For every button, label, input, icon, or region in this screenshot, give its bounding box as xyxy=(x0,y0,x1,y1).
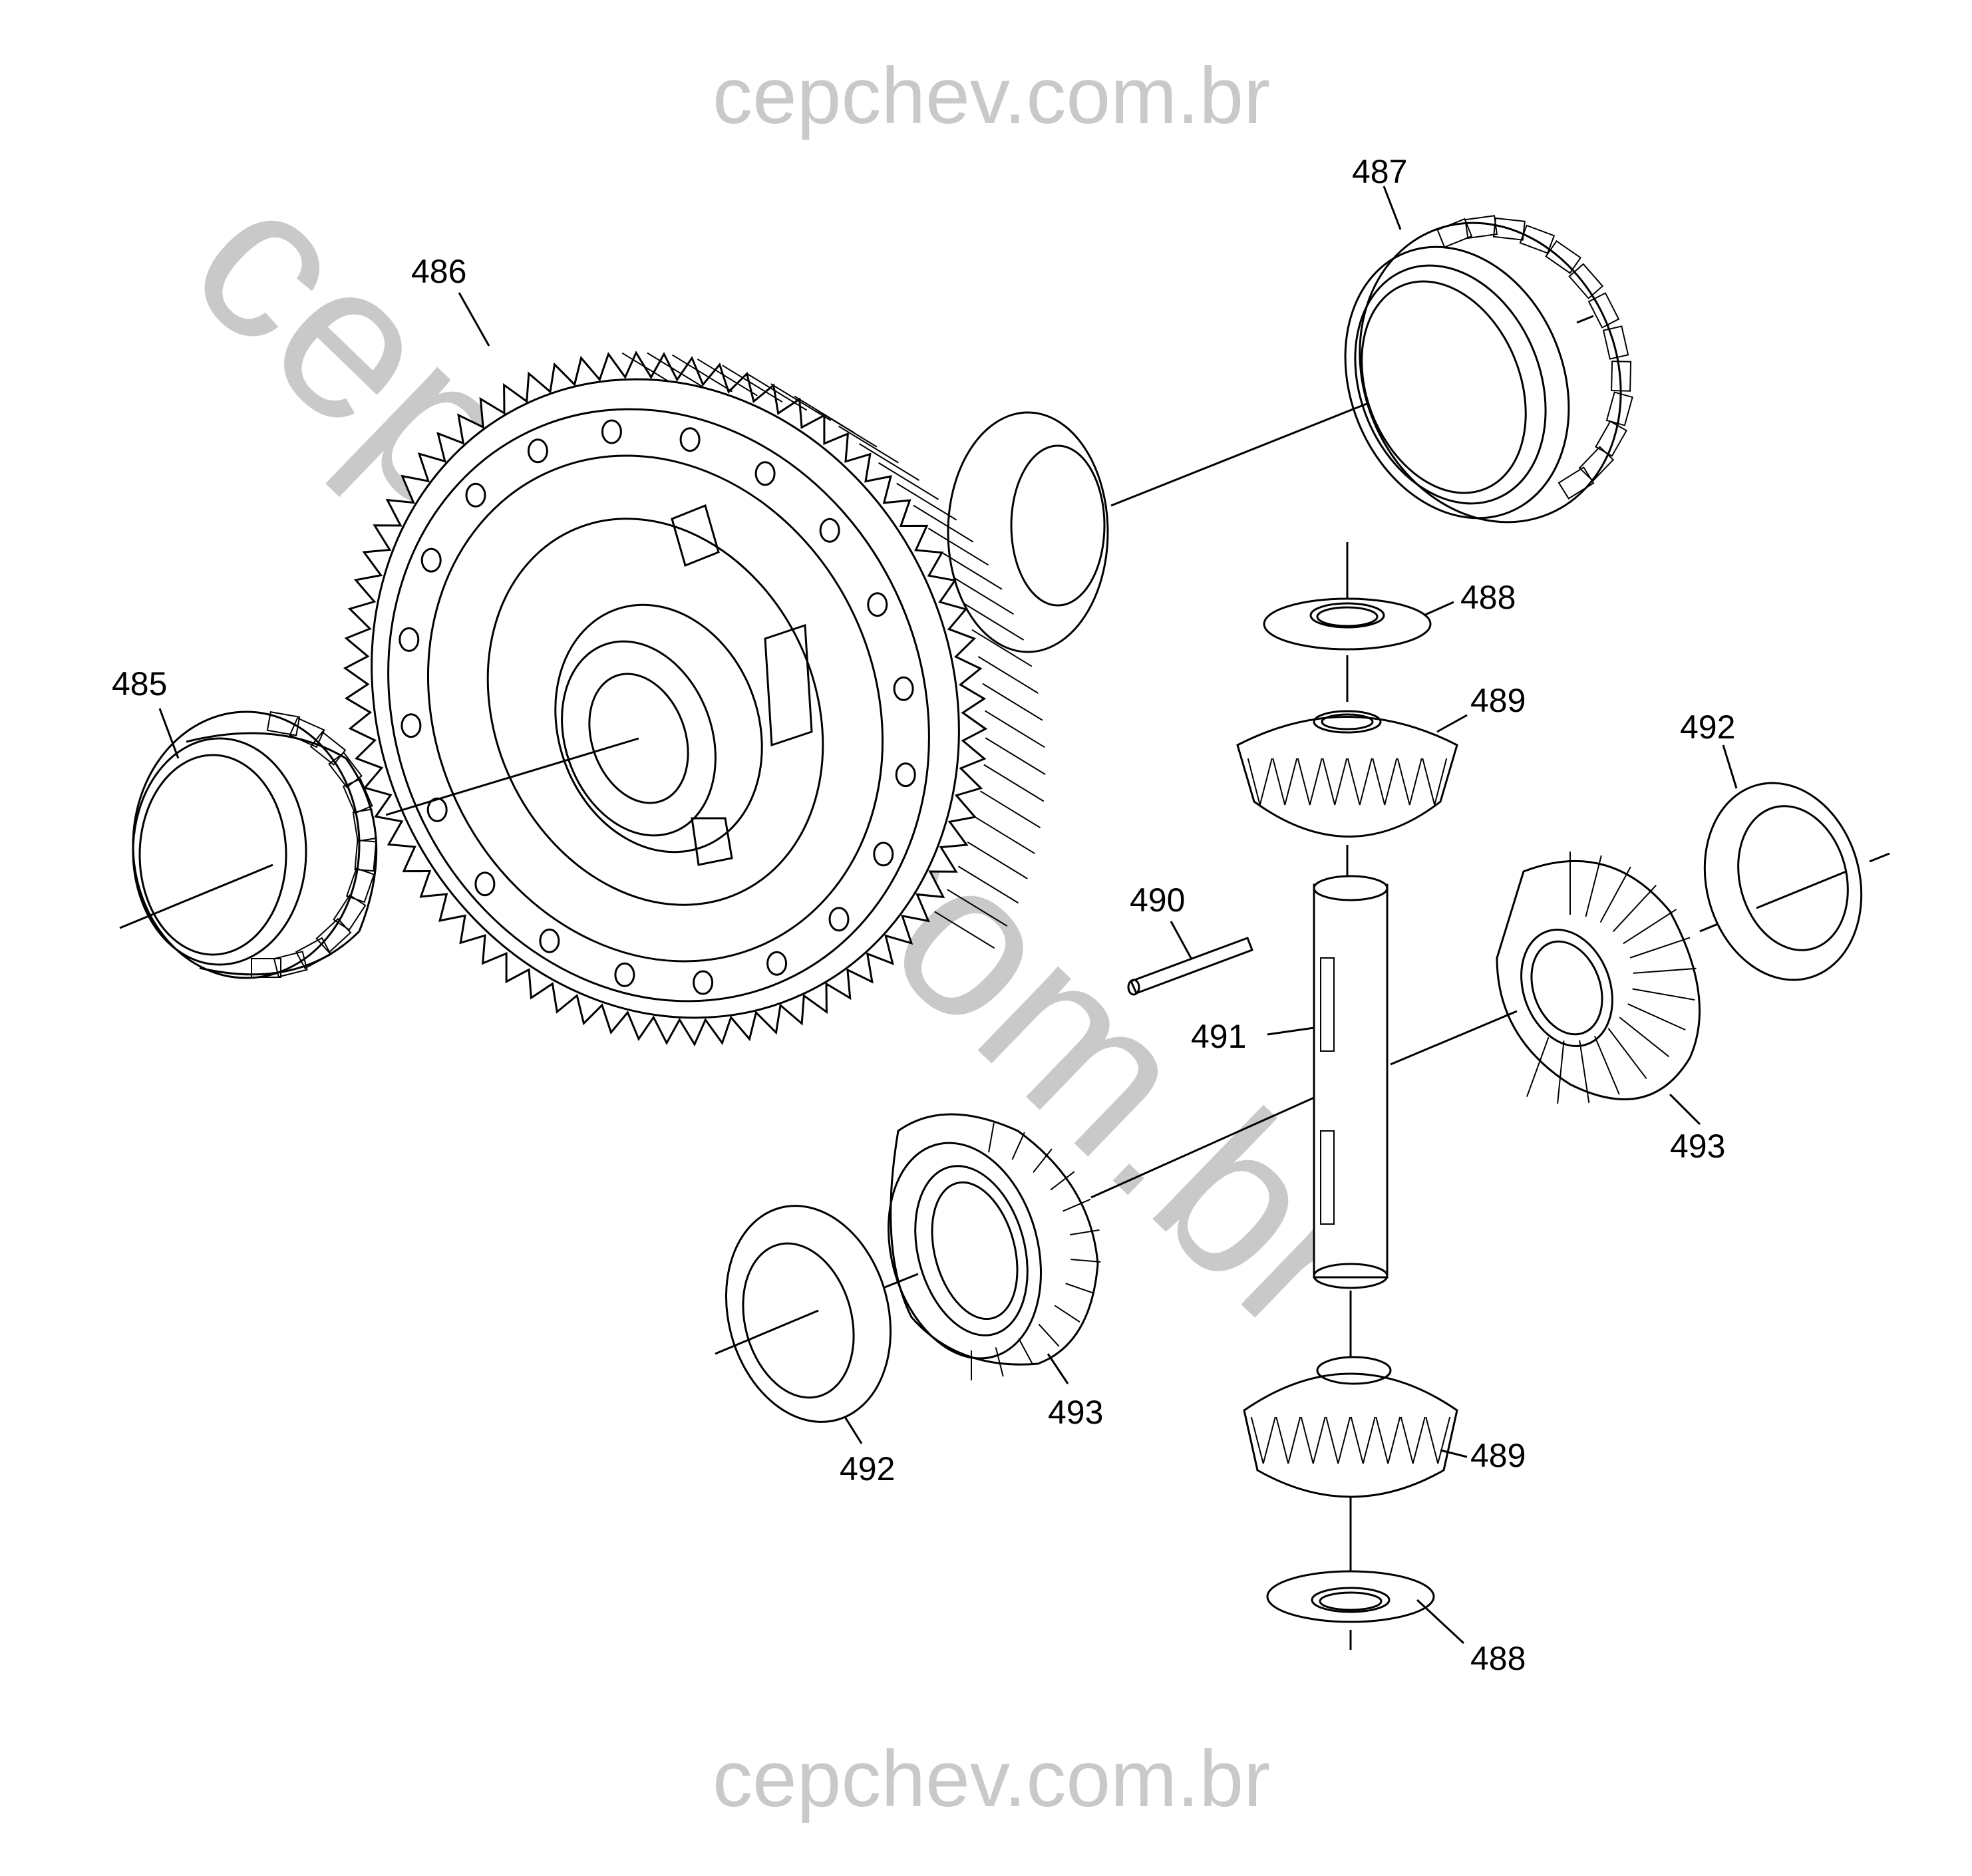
part-489-pinion-gear-top xyxy=(1236,655,1458,885)
part-487-bearing-cup xyxy=(1344,215,1633,524)
part-492-thrust-washer-right xyxy=(1703,782,1890,981)
part-491-pinion-shaft xyxy=(1313,875,1389,1357)
part-486-ring-gear-case xyxy=(343,348,1504,1047)
part-489-pinion-gear-bottom xyxy=(1243,1356,1458,1580)
part-488-thrust-washer-bottom xyxy=(1266,1570,1435,1650)
callout-labels: 485 486 487 488 489 490 491 492 493 492 … xyxy=(112,153,1735,1677)
leader-489b xyxy=(1440,1449,1468,1458)
watermark-top: cepchev.com.br xyxy=(713,51,1270,140)
callout-488-bottom: 488 xyxy=(1470,1640,1526,1677)
callout-490: 490 xyxy=(1130,881,1185,919)
leader-488b xyxy=(1416,1599,1465,1644)
part-485-roller-bearing xyxy=(119,710,466,979)
leader-487 xyxy=(1383,186,1402,230)
leader-493b xyxy=(1047,1353,1069,1384)
part-493-side-gear-left xyxy=(887,1096,1315,1380)
callout-485: 485 xyxy=(112,665,167,703)
callout-489-bottom: 489 xyxy=(1470,1437,1526,1474)
callout-492-left: 492 xyxy=(840,1450,895,1487)
leader-490 xyxy=(1170,921,1192,959)
part-488-thrust-washer-top xyxy=(1263,542,1432,651)
part-492-thrust-washer-left xyxy=(715,1205,919,1423)
leader-485 xyxy=(158,708,180,759)
callout-488-top: 488 xyxy=(1460,579,1516,616)
part-493-side-gear-right xyxy=(1390,852,1757,1104)
leader-489a xyxy=(1436,714,1468,733)
callout-493-left: 493 xyxy=(1048,1394,1103,1431)
leader-491 xyxy=(1267,1026,1315,1036)
leader-486 xyxy=(458,292,490,347)
callout-492-right: 492 xyxy=(1680,708,1735,746)
leader-492b xyxy=(844,1416,863,1444)
callout-487: 487 xyxy=(1352,153,1407,190)
watermark-bottom: cepchev.com.br xyxy=(713,1734,1270,1823)
part-490-lock-pin xyxy=(1127,937,1253,996)
leader-488a xyxy=(1423,601,1454,617)
callout-486: 486 xyxy=(411,253,466,290)
leader-492a xyxy=(1722,744,1738,789)
leader-lines xyxy=(158,186,1738,1644)
callout-489-top: 489 xyxy=(1470,682,1526,719)
leader-493a xyxy=(1669,1093,1701,1126)
callout-493-right: 493 xyxy=(1670,1128,1725,1165)
callout-491: 491 xyxy=(1191,1018,1246,1055)
